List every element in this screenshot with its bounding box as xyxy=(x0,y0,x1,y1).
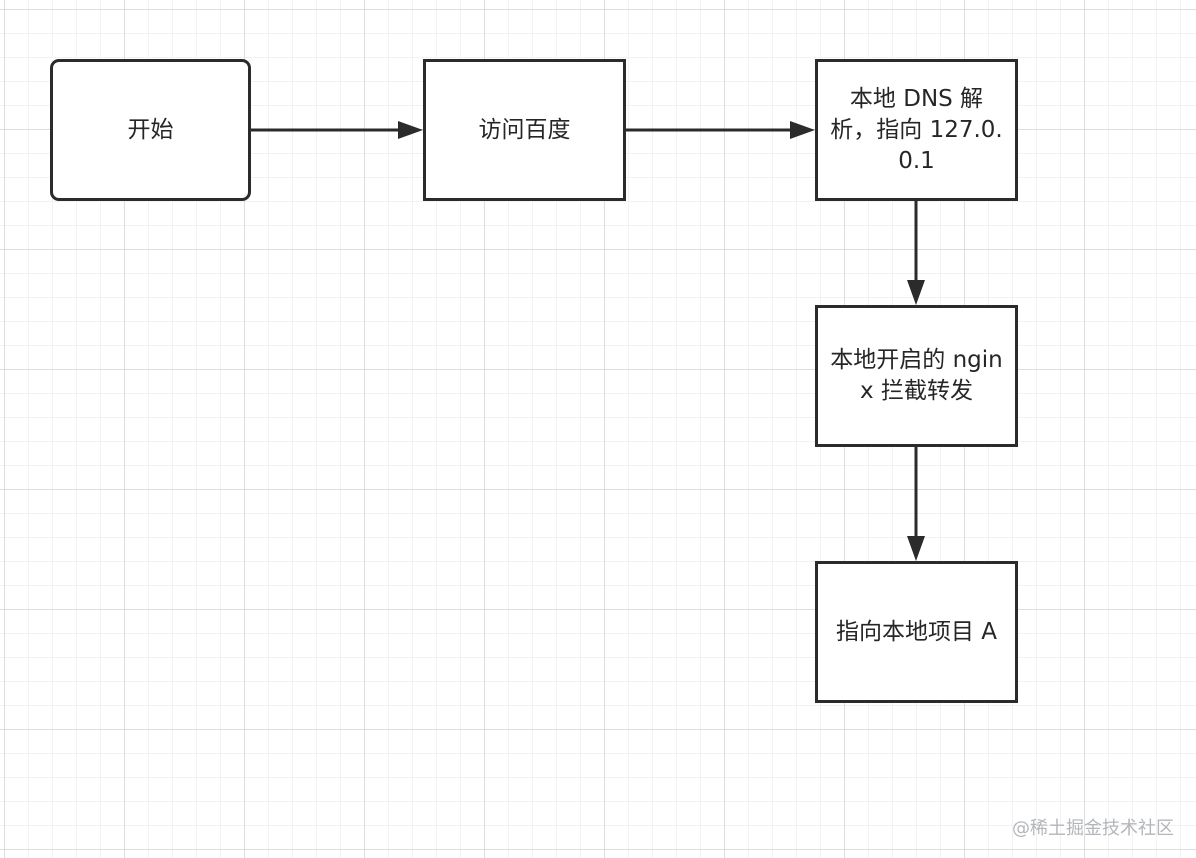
node-visit-baidu-label: 访问百度 xyxy=(478,116,571,143)
node-local-project-label: 指向本地项目 A xyxy=(835,618,998,645)
watermark-text: @稀土掘金技术社区 xyxy=(1012,818,1174,839)
arrowhead-visit-to-dns xyxy=(790,121,815,139)
node-dns-resolve-label: 本地 DNS 解析，指向 127.0.0.1 xyxy=(830,85,1003,174)
node-start[interactable]: 开始 xyxy=(50,59,251,201)
arrowhead-start-to-visit xyxy=(398,121,423,139)
node-start-label: 开始 xyxy=(127,116,174,143)
node-nginx-forward[interactable]: 本地开启的 nginx 拦截转发 xyxy=(815,305,1018,447)
arrowhead-nginx-to-project xyxy=(907,536,925,561)
node-nginx-forward-label: 本地开启的 nginx 拦截转发 xyxy=(830,347,1003,404)
node-visit-baidu[interactable]: 访问百度 xyxy=(423,59,626,201)
node-dns-resolve[interactable]: 本地 DNS 解析，指向 127.0.0.1 xyxy=(815,59,1018,201)
arrowhead-dns-to-nginx xyxy=(907,280,925,305)
node-local-project[interactable]: 指向本地项目 A xyxy=(815,561,1018,703)
